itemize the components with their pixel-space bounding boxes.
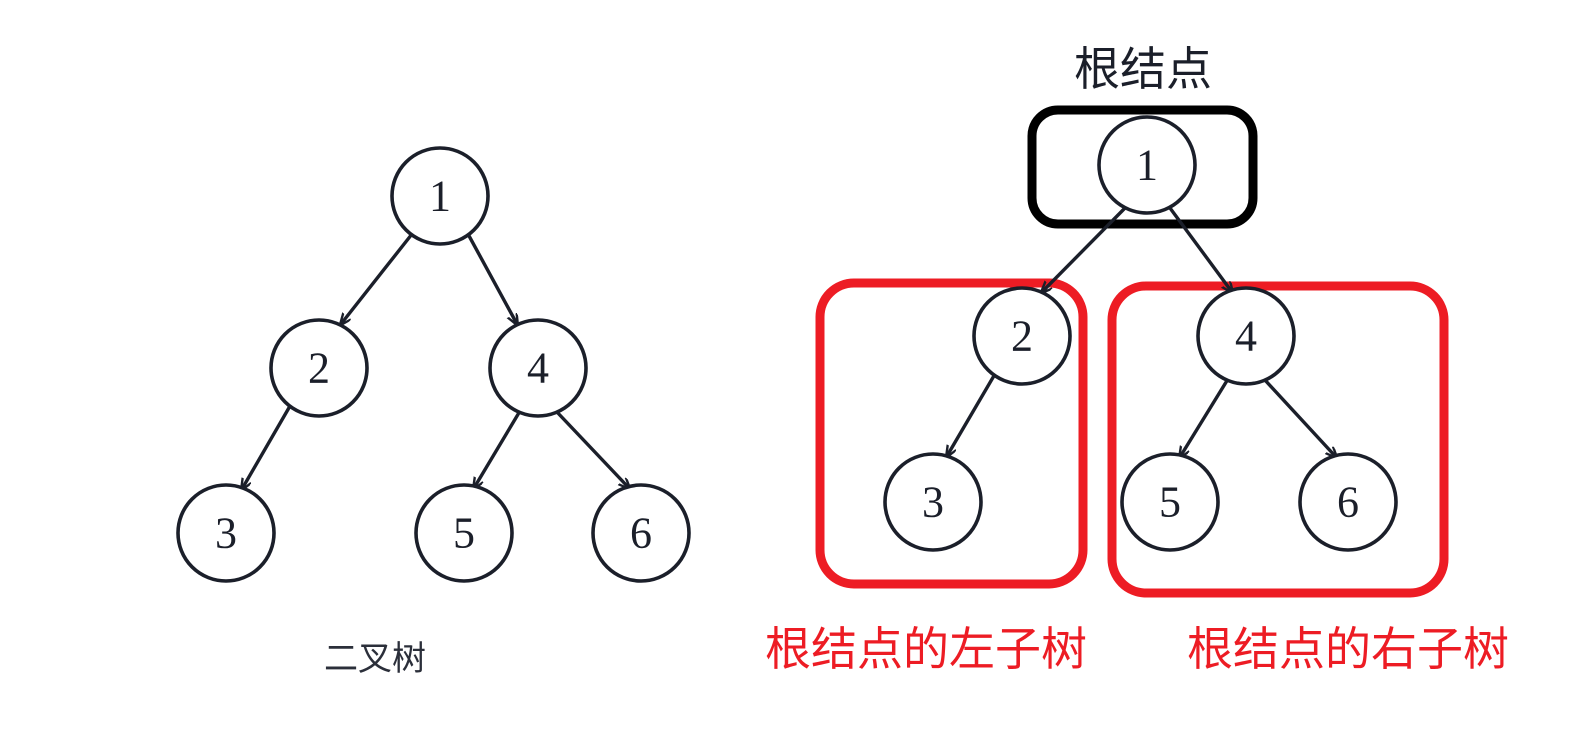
tree-node-2[interactable]: 2 [972, 286, 1072, 386]
node-circle [176, 483, 276, 583]
tree-node-4[interactable]: 4 [1196, 286, 1296, 386]
node-circle [390, 146, 490, 246]
left-tree-edges [242, 232, 629, 489]
node-label: 3 [922, 478, 944, 527]
tree-node-1[interactable]: 1 [1097, 115, 1197, 215]
node-label: 1 [1136, 141, 1158, 190]
node-circle [972, 286, 1072, 386]
node-circle [591, 483, 691, 583]
node-label: 1 [429, 172, 451, 221]
node-label: 4 [527, 344, 549, 393]
node-circle [269, 318, 369, 418]
node-label: 3 [215, 509, 237, 558]
tree-node-1[interactable]: 1 [390, 146, 490, 246]
node-circle [883, 452, 983, 552]
node-label: 2 [308, 344, 330, 393]
right-subtree-highlight-box [1107, 281, 1449, 598]
root-node-highlight-box [1027, 105, 1258, 229]
node-circle [414, 483, 514, 583]
tree-node-6[interactable]: 6 [1298, 452, 1398, 552]
node-circle [1097, 115, 1197, 215]
node-label: 6 [630, 509, 652, 558]
root-node-label: 根结点 [1074, 42, 1212, 96]
node-label: 6 [1337, 478, 1359, 527]
right-tree-group: 1 2 4 3 5 6 根结点 根结点 [765, 42, 1509, 676]
edge-4-to-6 [1262, 377, 1336, 457]
edge-4-to-6 [554, 409, 629, 488]
edge-2-to-3 [242, 405, 292, 489]
tree-node-2[interactable]: 2 [269, 318, 369, 418]
tree-node-6[interactable]: 6 [591, 483, 691, 583]
node-circle [1120, 452, 1220, 552]
edge-1-to-2 [341, 232, 414, 324]
edge-1-to-2 [1042, 206, 1127, 292]
tree-node-3[interactable]: 3 [883, 452, 983, 552]
left-tree-group: 1 2 4 3 5 6 二叉树 [176, 146, 691, 679]
tree-node-5[interactable]: 5 [1120, 452, 1220, 552]
right-tree-edges [947, 206, 1336, 457]
edge-4-to-5 [474, 410, 522, 488]
tree-node-4[interactable]: 4 [488, 318, 588, 418]
edge-1-to-4 [1168, 206, 1232, 292]
node-circle [1298, 452, 1398, 552]
edge-2-to-3 [947, 373, 997, 456]
edge-1-to-4 [466, 233, 517, 324]
left-diagram-caption: 二叉树 [324, 639, 426, 679]
left-subtree-label: 根结点的左子树 [765, 622, 1087, 676]
right-subtree-label: 根结点的右子树 [1187, 622, 1509, 676]
tree-node-5[interactable]: 5 [414, 483, 514, 583]
edge-4-to-5 [1180, 378, 1230, 457]
node-label: 5 [453, 509, 475, 558]
node-circle [488, 318, 588, 418]
node-label: 2 [1011, 312, 1033, 361]
node-label: 5 [1159, 478, 1181, 527]
node-circle [1196, 286, 1296, 386]
tree-node-3[interactable]: 3 [176, 483, 276, 583]
node-label: 4 [1235, 312, 1257, 361]
left-subtree-highlight-box [815, 278, 1088, 589]
